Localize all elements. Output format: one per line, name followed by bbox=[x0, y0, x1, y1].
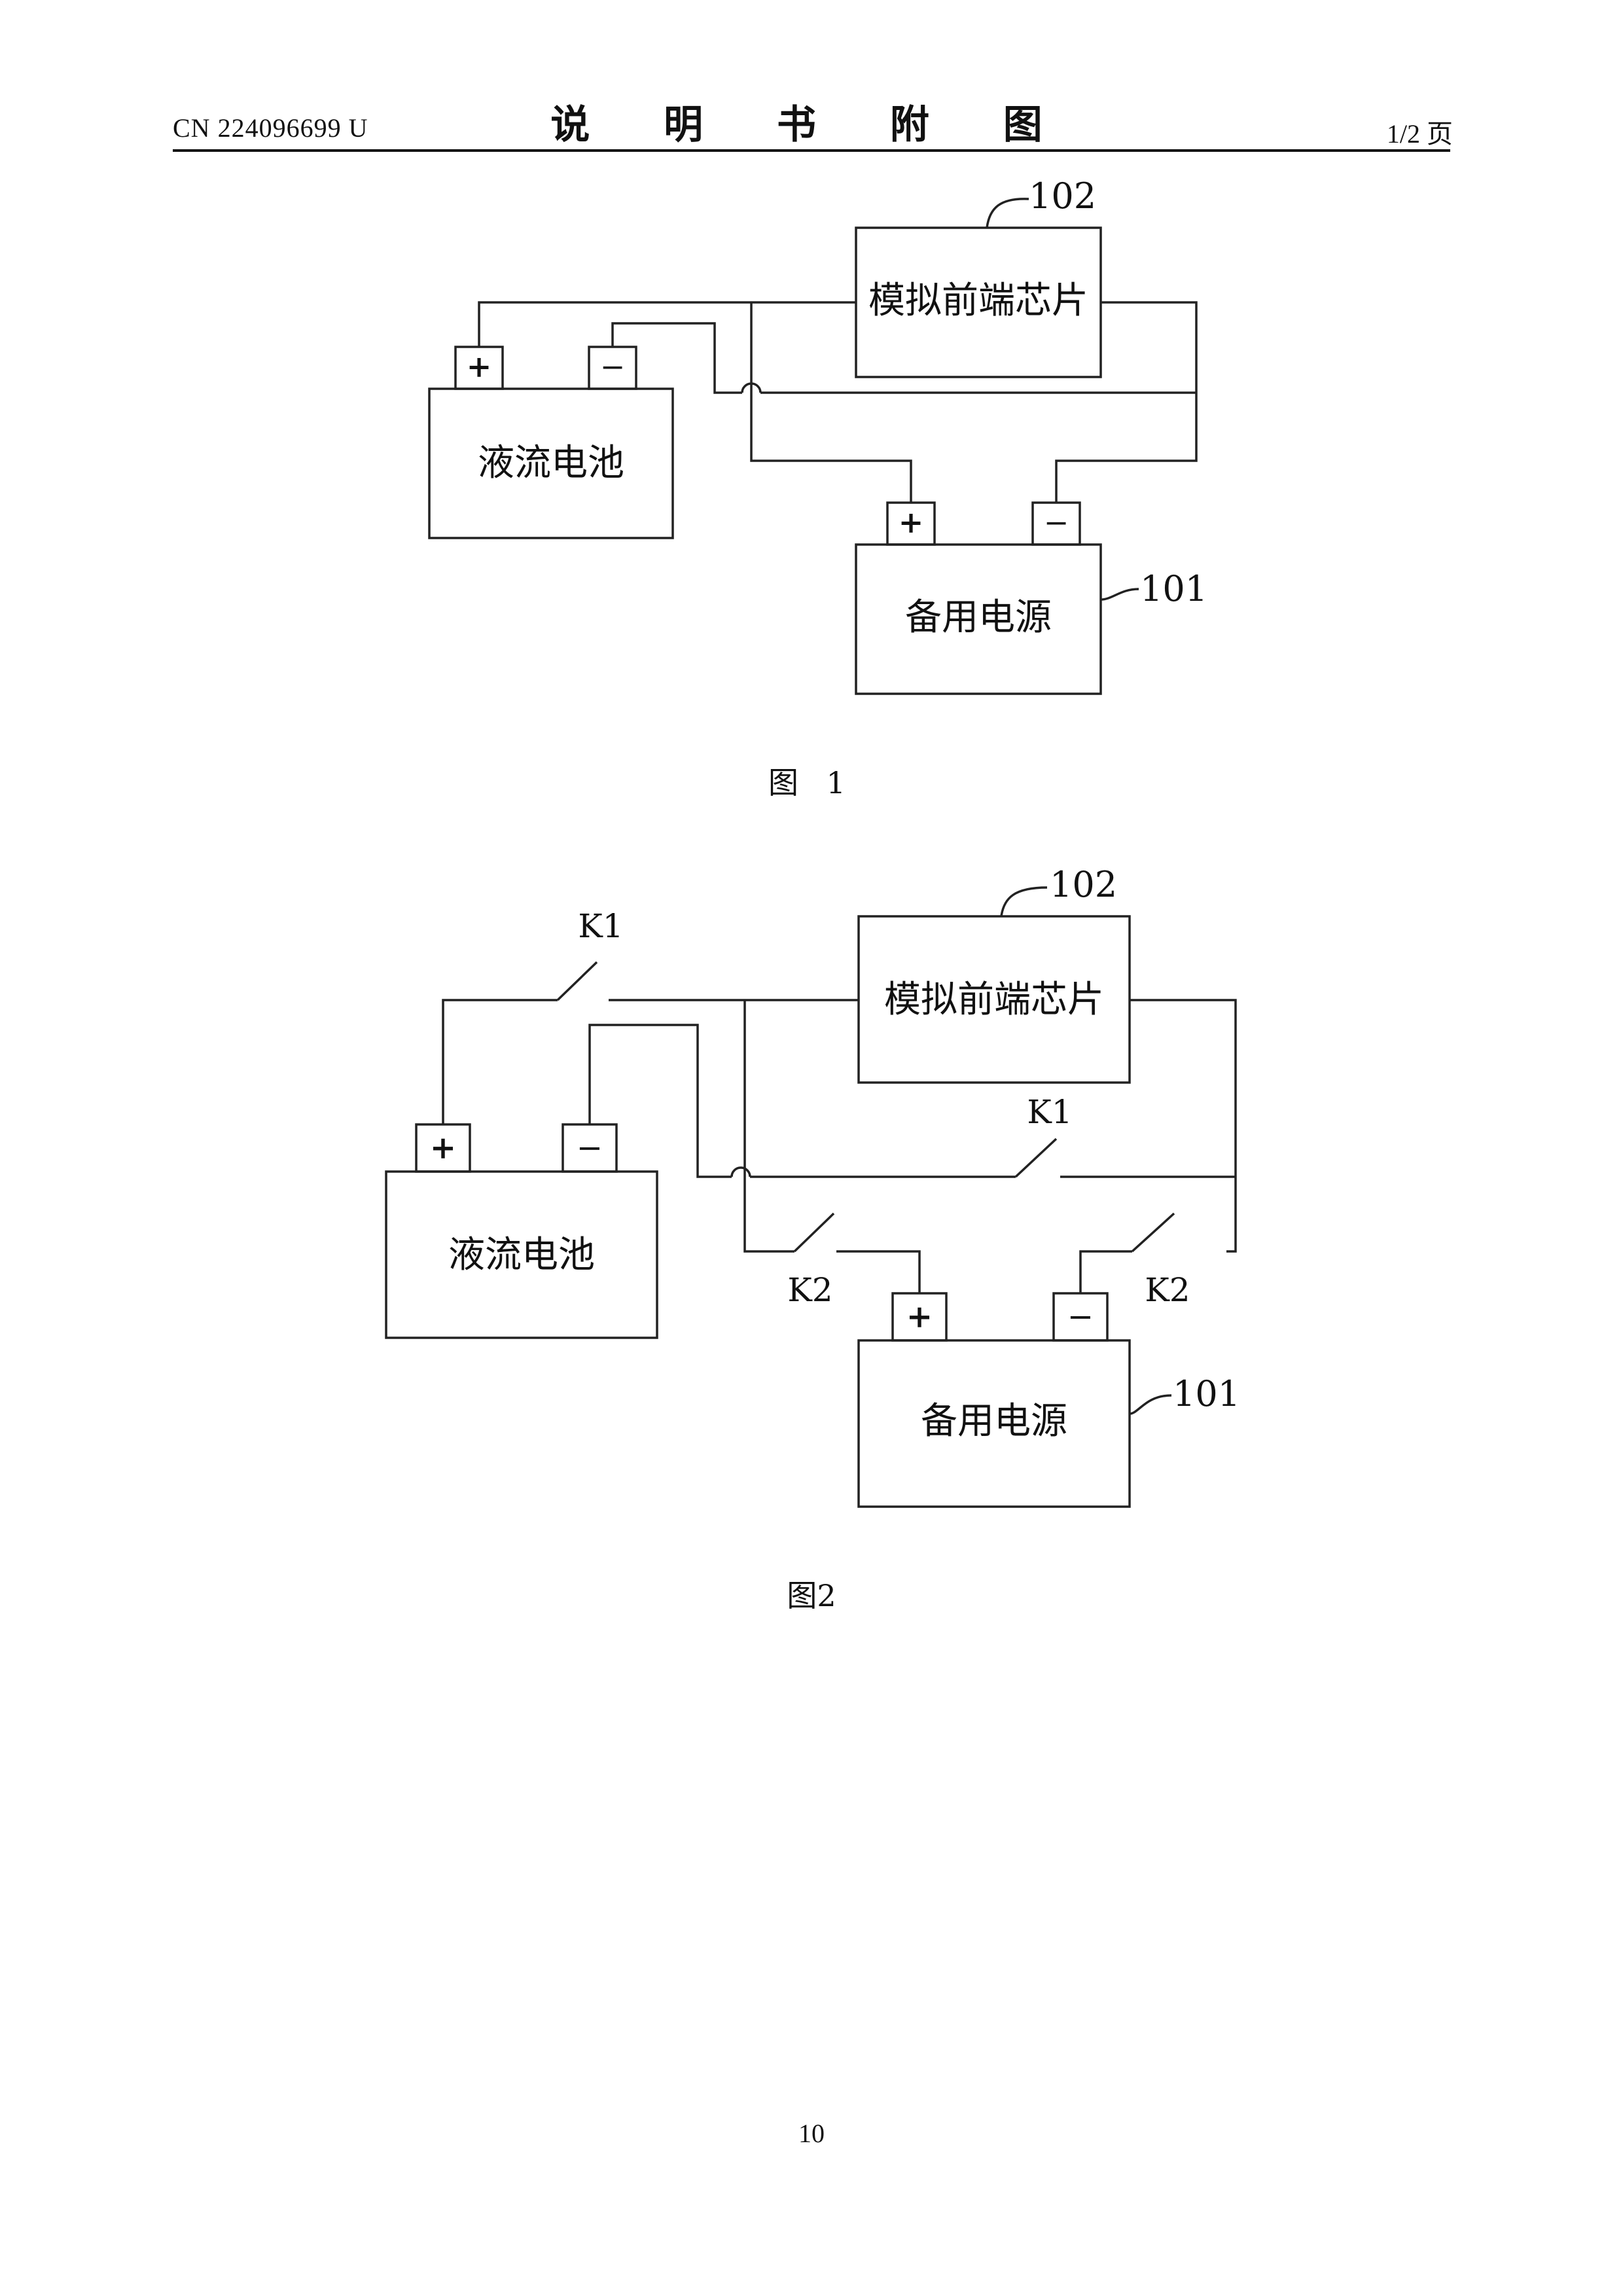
fig2-backup-minus-sign: − bbox=[1067, 1299, 1094, 1335]
figure-2-caption: 图2 bbox=[0, 1572, 1623, 1615]
fig2-switch-k2-right bbox=[1132, 1213, 1174, 1251]
fig1-battery-plus-sign: + bbox=[467, 349, 492, 384]
fig1-chip-label: 模拟前端芯片 bbox=[868, 279, 1088, 322]
fig2-switch-k2-left bbox=[794, 1213, 834, 1251]
fig1-battery-label: 液流电池 bbox=[478, 442, 624, 484]
figure-2: 模拟前端芯片 102 液流电池 + − 备用电源 + − 101 bbox=[386, 864, 1240, 1507]
fig2-battery-minus-sign: − bbox=[577, 1130, 603, 1166]
fig1-chip-leader bbox=[987, 199, 1029, 228]
fig2-switch-k1-mid bbox=[1016, 1139, 1056, 1177]
fig1-battery-minus-sign: − bbox=[600, 349, 626, 384]
fig2-chip-label: 模拟前端芯片 bbox=[884, 978, 1104, 1021]
fig2-k1-mid-label: K1 bbox=[1027, 1093, 1072, 1131]
fig1-backup-ref: 101 bbox=[1140, 568, 1207, 609]
fig2-backup-plus-sign: + bbox=[906, 1299, 933, 1335]
fig2-backup-leader bbox=[1130, 1395, 1171, 1414]
fig2-chip-ref: 102 bbox=[1050, 864, 1117, 905]
fig2-switch-k1-top bbox=[558, 962, 597, 1000]
fig2-backup-ref: 101 bbox=[1173, 1373, 1240, 1414]
fig1-backup-leader bbox=[1101, 589, 1139, 600]
figure-1: 模拟前端芯片 102 液流电池 + − 备用电源 + − 101 bbox=[429, 175, 1207, 694]
fig2-k2-right-label: K2 bbox=[1145, 1271, 1190, 1309]
fig1-backup-plus-sign: + bbox=[899, 505, 924, 540]
fig1-chip-ref: 102 bbox=[1029, 175, 1096, 217]
fig2-k1-top-label: K1 bbox=[578, 907, 623, 945]
fig1-backup-minus-sign: − bbox=[1044, 505, 1069, 540]
fig2-backup-label: 备用电源 bbox=[921, 1400, 1067, 1443]
figure-1-caption: 图 1 bbox=[0, 759, 1623, 802]
fig2-k2-left-label: K2 bbox=[787, 1271, 832, 1309]
fig1-backup-label: 备用电源 bbox=[905, 596, 1052, 639]
fig2-chip-leader bbox=[1001, 888, 1047, 916]
page-number: 10 bbox=[0, 2118, 1623, 2149]
fig2-battery-label: 液流电池 bbox=[448, 1234, 595, 1276]
fig2-battery-plus-sign: + bbox=[430, 1130, 456, 1166]
